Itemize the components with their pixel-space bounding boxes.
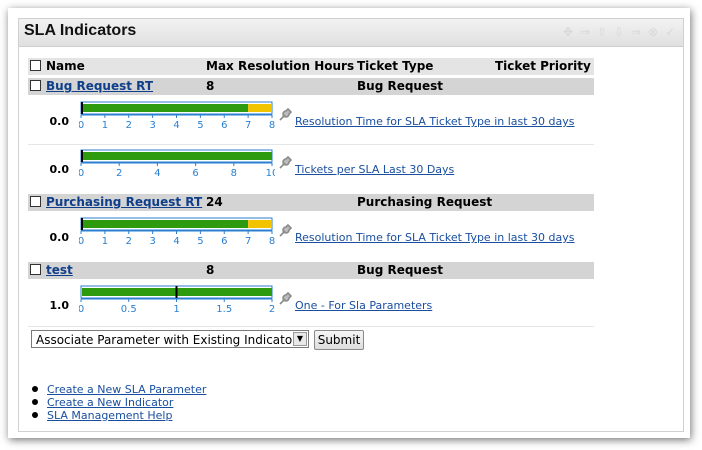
gauge-tick-label: 0 (79, 304, 84, 315)
gauge-tick-label: 1 (102, 236, 108, 247)
gauge-tick-label: 4 (173, 236, 179, 247)
row-checkbox[interactable] (30, 196, 41, 207)
gauge-tick-label: 3 (149, 120, 155, 131)
gauge-tick-label: 5 (197, 236, 203, 247)
ticket-type-value: Bug Request (357, 263, 443, 277)
gauge-bar: 0 1 2 3 4 5 6 7 8 (79, 101, 275, 131)
ticket-type-value: Purchasing Request (357, 195, 493, 209)
gauge-tick-label: 0.5 (121, 304, 137, 315)
wrench-icon[interactable] (278, 224, 292, 238)
gauge-bar: 0 1 2 3 4 5 6 7 8 (79, 217, 275, 247)
gauge-tick-label: 5 (197, 120, 203, 131)
gauge-tick-label: 1.5 (216, 304, 232, 315)
create-indicator-link[interactable]: Create a New Indicator (47, 396, 174, 409)
move-icon[interactable]: ✥ (562, 25, 574, 39)
gauge-tick-label: 0 (79, 168, 84, 179)
select-value: Associate Parameter with Existing Indica… (36, 333, 298, 347)
gauge-link[interactable]: Resolution Time for SLA Ticket Type in l… (295, 115, 575, 128)
gauge-ok-zone (82, 220, 249, 228)
select-all-checkbox[interactable] (30, 60, 41, 71)
sla-indicators-panel: SLA Indicators ✥ ⇒ ⇧ ⇩ ⇒ ⊗ ✓ Name Max Re… (18, 18, 684, 432)
gauge-tick-label: 4 (154, 168, 160, 179)
ticket-type-value: Bug Request (357, 79, 443, 93)
arrow-down-icon[interactable]: ⇩ (613, 25, 625, 39)
sla-help-link[interactable]: SLA Management Help (47, 409, 173, 422)
gauge-warn-zone (248, 220, 271, 228)
gauge-marker (81, 150, 83, 162)
gauge-link[interactable]: Tickets per SLA Last 30 Days (295, 163, 455, 176)
column-name: Name (46, 59, 85, 73)
wrench-icon[interactable] (278, 156, 292, 170)
close-icon[interactable]: ⊗ (647, 25, 659, 39)
max-hours-value: 24 (206, 195, 223, 209)
panel-toolbar: ✥ ⇒ ⇧ ⇩ ⇒ ⊗ ✓ (561, 25, 677, 39)
arrow-right-icon[interactable]: ⇒ (579, 25, 591, 39)
gauge-marker (175, 286, 178, 298)
gauge-tick-label: 0 (79, 236, 84, 247)
edit-icon[interactable]: ✓ (664, 25, 676, 39)
gauge-tick-label: 2 (269, 304, 275, 315)
gauge-link[interactable]: Resolution Time for SLA Ticket Type in l… (295, 231, 575, 244)
table-row: Purchasing Request RT 24 Purchasing Requ… (28, 194, 594, 211)
table-row: Bug Request RT 8 Bug Request (28, 78, 594, 95)
gauge-tick-label: 4 (173, 120, 179, 131)
max-hours-value: 8 (206, 79, 215, 93)
gauge-value: 0.0 (49, 231, 70, 244)
table-header: Name Max Resolution Hours Ticket Type Ti… (28, 58, 594, 75)
arrow-right-icon[interactable]: ⇒ (630, 25, 642, 39)
gauge-tick-label: 3 (149, 236, 155, 247)
sla-name-link[interactable]: Purchasing Request RT (46, 195, 203, 209)
chevron-down-icon[interactable]: ▼ (293, 332, 307, 346)
gauge-bar: 0 0.5 1 1.5 2 (79, 285, 275, 315)
gauge-ok-zone (82, 104, 249, 112)
gauge-value: 0.0 (49, 163, 70, 176)
gauge-tick-label: 2 (126, 120, 132, 131)
gauge-warn-zone (248, 104, 271, 112)
gauge-value: 1.0 (49, 299, 70, 312)
gauge-ok-zone (82, 152, 272, 160)
gauge-tick-label: 8 (231, 168, 237, 179)
arrow-up-icon[interactable]: ⇧ (596, 25, 608, 39)
divider (28, 144, 594, 145)
gauge-tick-label: 2 (116, 168, 122, 179)
submit-button[interactable]: Submit (314, 330, 364, 350)
gauge-marker (81, 102, 83, 114)
sla-name-link[interactable]: test (46, 263, 73, 277)
gauge-tick-label: 6 (221, 236, 227, 247)
row-checkbox[interactable] (30, 80, 41, 91)
create-sla-parameter-link[interactable]: Create a New SLA Parameter (47, 383, 207, 396)
gauge-tick-label: 8 (269, 236, 275, 247)
associate-parameter-select[interactable]: Associate Parameter with Existing Indica… (31, 330, 309, 348)
gauge-value: 0.0 (49, 115, 70, 128)
gauge-tick-label: 10 (266, 168, 275, 179)
gauge-tick-label: 8 (269, 120, 275, 131)
gauge-tick-label: 1 (102, 120, 108, 131)
wrench-icon[interactable] (278, 108, 292, 122)
gauge-tick-label: 7 (245, 236, 251, 247)
column-max-hours: Max Resolution Hours (206, 59, 355, 73)
max-hours-value: 8 (206, 263, 215, 277)
column-ticket-priority: Ticket Priority (495, 59, 591, 73)
column-ticket-type: Ticket Type (357, 59, 434, 73)
gauge-tick-label: 2 (126, 236, 132, 247)
wrench-icon[interactable] (278, 292, 292, 306)
gauge-bar: 0 2 4 6 8 10 (79, 149, 275, 179)
bullet-icon (32, 386, 38, 392)
divider (28, 326, 594, 327)
gauge-tick-label: 0 (79, 120, 84, 131)
gauge-tick-label: 1 (173, 304, 179, 315)
table-row: test 8 Bug Request (28, 262, 594, 279)
gauge-tick-label: 6 (192, 168, 198, 179)
bullet-icon (32, 412, 38, 418)
bullet-icon (32, 399, 38, 405)
gauge-tick-label: 6 (221, 120, 227, 131)
gauge-link[interactable]: One - For Sla Parameters (295, 299, 433, 312)
gauge-tick-label: 7 (245, 120, 251, 131)
sla-name-link[interactable]: Bug Request RT (46, 79, 154, 93)
gauge-marker (81, 218, 83, 230)
panel-title: SLA Indicators (24, 22, 137, 39)
panel-header: SLA Indicators ✥ ⇒ ⇧ ⇩ ⇒ ⊗ ✓ (19, 19, 683, 47)
row-checkbox[interactable] (30, 264, 41, 275)
